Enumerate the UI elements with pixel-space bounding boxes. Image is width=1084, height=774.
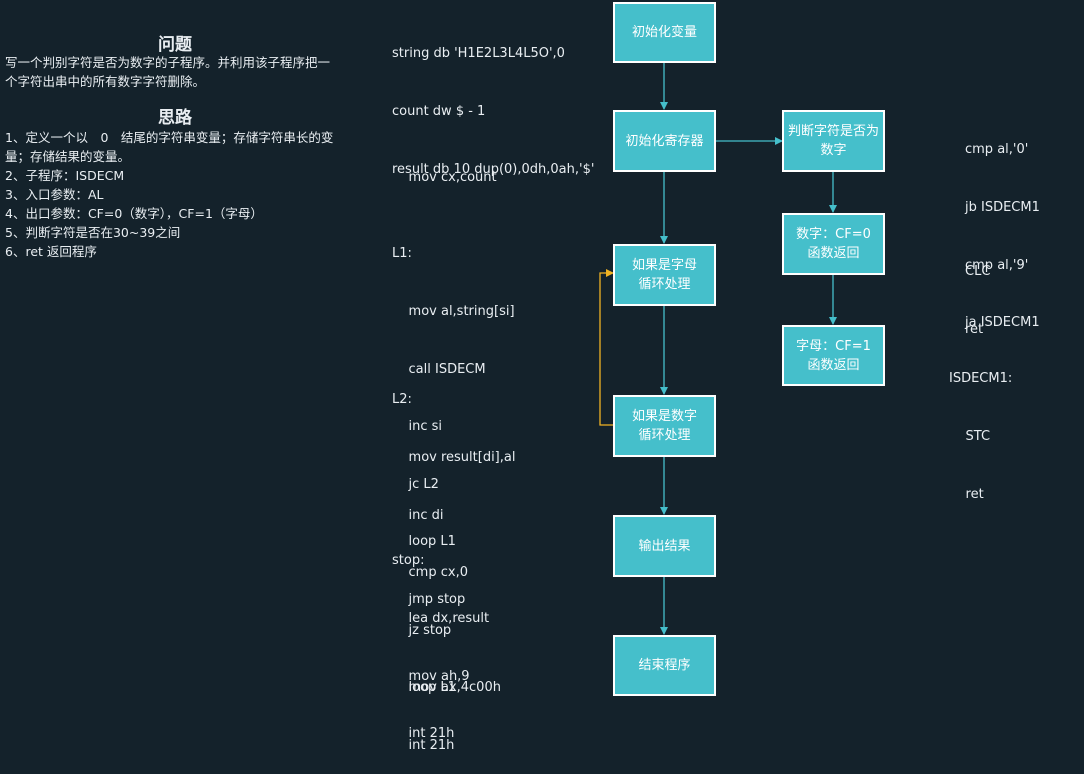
- code-compare-block: cmp al,'0' jb ISDECM1 cmp al,'9' ja ISDE…: [965, 102, 1040, 352]
- node-init-variables: 初始化变量: [613, 2, 716, 63]
- code-line: mov al,string[si]: [392, 304, 515, 320]
- node-label: 循环处理: [638, 277, 691, 292]
- code-line: jc L2: [392, 476, 439, 492]
- approach-title: 思路: [158, 108, 192, 128]
- code-letter-return: ISDECM1: STC ret: [949, 331, 1012, 523]
- code-line: mov result[di],al: [392, 450, 516, 466]
- node-label: 初始化寄存器: [625, 133, 704, 149]
- approach-list: 1、定义一个以 0 结尾的字符串变量；存储字符串长的变 量；存储结果的变量。 2…: [5, 128, 333, 261]
- code-line: cmp al,'0': [965, 142, 1029, 158]
- problem-title: 问题: [158, 35, 192, 55]
- approach-line: 3、入口参数：AL: [5, 187, 104, 202]
- approach-line: 5、判断字符是否在30~39之间: [5, 225, 181, 240]
- code-line: loop L1: [392, 680, 456, 696]
- code-line: int 21h: [392, 738, 455, 754]
- problem-line: 写一个判别字符是否为数字的子程序。并利用该子程序把一: [5, 55, 331, 70]
- node-letter-loop: 如果是字母 循环处理: [613, 244, 716, 306]
- code-line: L2:: [392, 392, 412, 408]
- code-line: ja ISDECM1: [965, 315, 1040, 331]
- node-label: 函数返回: [807, 246, 860, 261]
- approach-line: 量；存储结果的变量。: [5, 149, 131, 164]
- node-letter-case: 字母：CF=1 函数返回: [782, 325, 885, 386]
- code-init: mov cx,count: [392, 130, 497, 207]
- approach-line: 2、子程序：ISDECM: [5, 168, 125, 183]
- code-line: L1:: [392, 246, 412, 262]
- node-output-result: 输出结果: [613, 515, 716, 577]
- node-label: 判断字符是否为: [787, 124, 879, 139]
- node-init-registers: 初始化寄存器: [613, 110, 716, 172]
- code-line: call ISDECM: [392, 361, 486, 377]
- code-l2-block: L2: mov result[di],al inc di cmp cx,0 jz…: [392, 352, 515, 717]
- node-check-digit: 判断字符是否为 数字: [782, 110, 885, 172]
- code-line: jz stop: [392, 622, 452, 638]
- code-line: ret: [965, 322, 984, 338]
- approach-line: 6、ret 返回程序: [5, 244, 97, 259]
- code-l1-block: L1: mov al,string[si] call ISDECM inc si…: [392, 206, 515, 628]
- code-line: stop:: [392, 553, 425, 569]
- flow-connectors: [599, 63, 837, 635]
- node-label: 数字：CF=0: [796, 227, 871, 242]
- code-line: ISDECM1:: [949, 371, 1013, 387]
- node-digit-case: 数字：CF=0 函数返回: [782, 213, 885, 275]
- code-line: cmp cx,0: [392, 565, 468, 581]
- node-label: 数字: [820, 143, 847, 158]
- node-end-program: 结束程序: [613, 635, 716, 696]
- node-digit-loop: 如果是数字 循环处理: [613, 395, 716, 457]
- approach-line: 4、出口参数：CF=0（数字），CF=1（字母）: [5, 206, 263, 221]
- problem-text: 写一个判别字符是否为数字的子程序。并利用该子程序把一 个字符出串中的所有数字字符…: [5, 53, 330, 91]
- approach-line: 1、定义一个以 0 结尾的字符串变量；存储字符串长的变: [5, 130, 334, 145]
- code-line: STC: [949, 429, 991, 445]
- code-digit-return: CLC ret: [965, 224, 990, 358]
- node-label: 字母：CF=1: [796, 338, 871, 354]
- code-line: jb ISDECM1: [965, 200, 1040, 216]
- node-label: 循环处理: [638, 428, 691, 443]
- code-line: count dw $ - 1: [392, 104, 486, 120]
- node-label: 结束程序: [638, 658, 691, 673]
- code-line: lea dx,result: [392, 611, 490, 627]
- code-data-declarations: string db 'H1E2L3L4L5O',0 count dw $ - 1…: [392, 6, 594, 198]
- code-line: mov ax,4c00h: [392, 680, 501, 696]
- node-label: 初始化变量: [631, 25, 697, 40]
- node-label: 如果是数字: [631, 409, 697, 424]
- node-label: 如果是字母: [631, 258, 697, 273]
- code-line: ret: [949, 486, 984, 502]
- code-line: jmp stop: [392, 592, 466, 608]
- code-line: CLC: [965, 264, 991, 280]
- code-line: loop L1: [392, 534, 456, 550]
- code-line: mov cx,count: [392, 170, 497, 186]
- code-line: string db 'H1E2L3L4L5O',0: [392, 46, 565, 62]
- code-line: inc di: [392, 507, 444, 523]
- code-line: result db 10 dup(0),0dh,0ah,'$': [392, 161, 595, 177]
- problem-line: 个字符出串中的所有数字字符删除。: [5, 74, 206, 89]
- code-line: mov ah,9: [392, 668, 470, 684]
- code-line: inc si: [392, 419, 443, 435]
- code-line: cmp al,'9': [965, 257, 1029, 273]
- node-label: 函数返回: [807, 357, 860, 373]
- node-label: 输出结果: [638, 538, 691, 554]
- edge-loop-back: [599, 269, 614, 426]
